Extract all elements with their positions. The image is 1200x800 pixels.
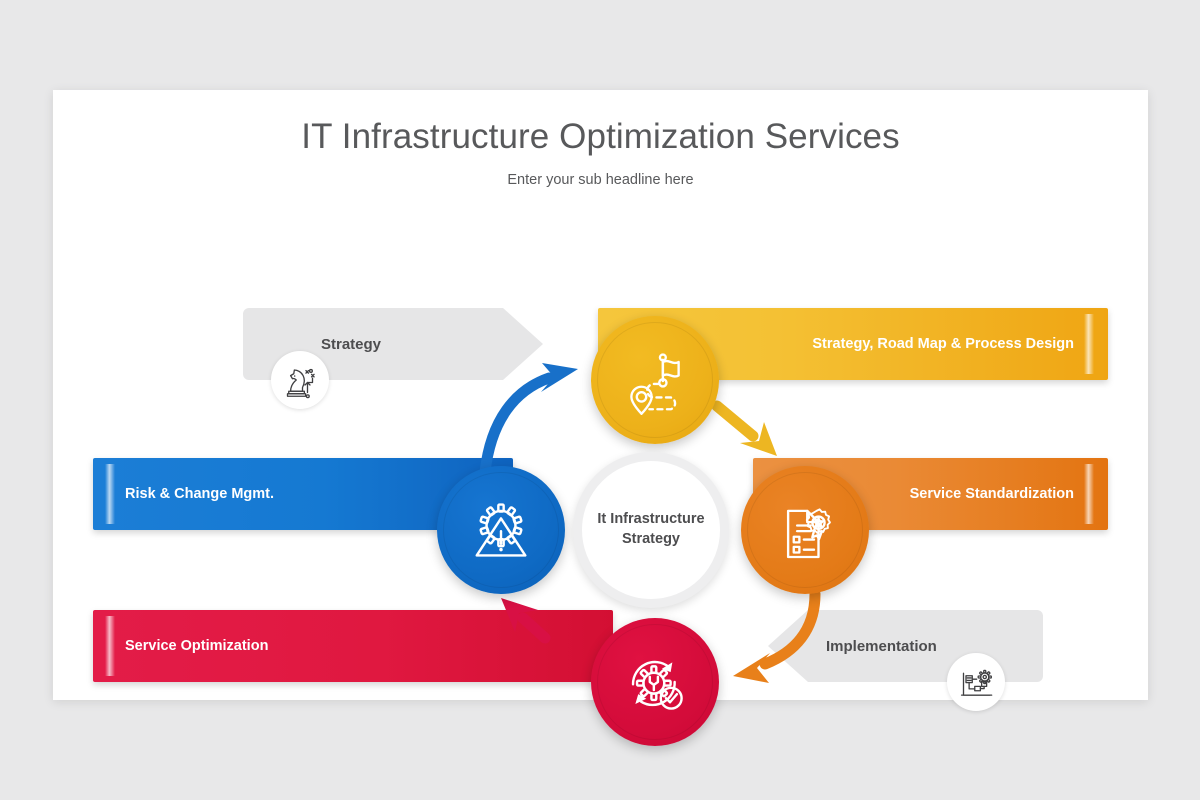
page-subtitle: Enter your sub headline here [507, 172, 694, 188]
arrow-yellow-to-orange [711, 400, 777, 456]
bar-risk[interactable]: Risk & Change Mgmt. [93, 458, 513, 530]
circle-inner-ring [443, 472, 559, 588]
bar-gloss [1084, 314, 1094, 374]
bar-gloss [105, 464, 115, 524]
arrow-red-to-blue [501, 598, 551, 644]
bar-standardization-label: Service Standardization [909, 486, 1074, 502]
blueprint-gear-icon [960, 669, 993, 696]
bar-roadmap-label: Strategy, Road Map & Process Design [812, 336, 1074, 352]
circle-optimization[interactable] [591, 618, 719, 746]
hub-layer: It Infrastructure Strategy [53, 90, 1148, 700]
bar-gloss [1084, 464, 1094, 524]
circle-roadmap[interactable] [591, 316, 719, 444]
chevron-badges-layer [53, 90, 1148, 711]
circle-inner-ring [747, 472, 863, 588]
chess-knight-strategy-icon [286, 368, 315, 399]
page-title: IT Infrastructure Optimization Services [301, 117, 900, 156]
chevron-strategy-label: Strategy [321, 335, 382, 353]
bar-risk-label: Risk & Change Mgmt. [125, 486, 275, 502]
circle-inner-ring [597, 322, 713, 438]
bar-gloss [105, 616, 115, 676]
arrow-orange-to-red [733, 588, 821, 683]
slide-canvas: IT Infrastructure Optimization Services … [53, 90, 1148, 746]
circle-standardization[interactable] [741, 466, 869, 594]
arrows-layer [53, 90, 1148, 700]
center-hub[interactable]: It Infrastructure Strategy [573, 452, 729, 608]
badge-implementation[interactable] [947, 653, 1005, 711]
circle-inner-ring [597, 624, 713, 740]
chevron-implementation-label: Implementation [826, 637, 937, 655]
badge-strategy[interactable] [271, 351, 329, 409]
circles-layer [53, 90, 1148, 746]
circle-risk[interactable] [437, 466, 565, 594]
arrow-blue-to-yellow [479, 363, 578, 478]
bar-optimization-label: Service Optimization [125, 638, 269, 654]
center-hub-label: It Infrastructure Strategy [597, 511, 705, 547]
